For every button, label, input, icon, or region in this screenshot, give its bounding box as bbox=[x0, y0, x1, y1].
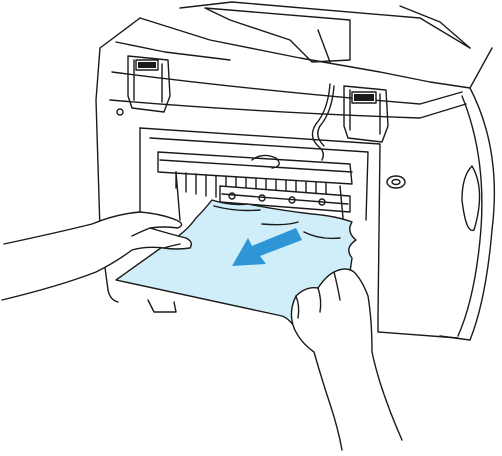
rear-cover-latch-right bbox=[344, 86, 388, 142]
right-hand bbox=[291, 269, 402, 450]
